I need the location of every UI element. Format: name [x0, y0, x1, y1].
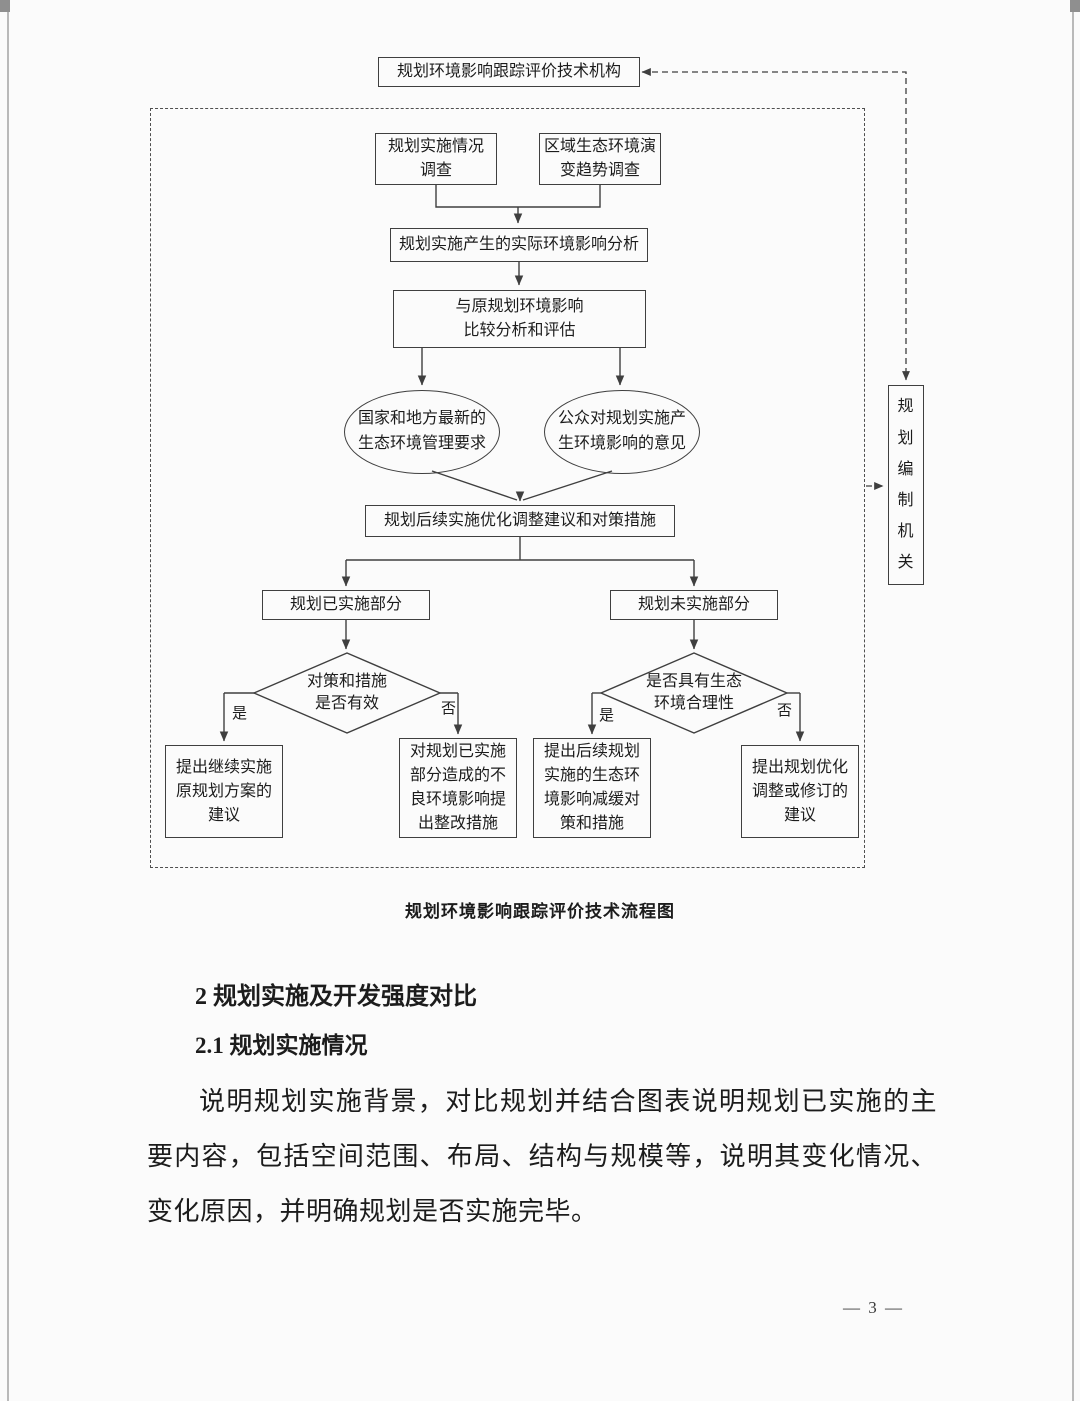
flowchart-boundary [150, 108, 865, 868]
connector-ellipses-converge [431, 470, 613, 501]
decision-diamond-effectiveness [252, 652, 442, 734]
decision-text-rationality: 是否具有生态 环境合理性 [645, 672, 742, 712]
flowchart-connectors [219, 68, 910, 742]
flowchart-caption: 规划环境影响跟踪评价技术流程图 [405, 902, 675, 921]
scan-corner-mark [1070, 0, 1080, 12]
node-not-implemented-part: 规划未实施部分 [610, 590, 778, 620]
node-public-opinions: 公众对规划实施产 生环境影响的意见 [544, 390, 700, 474]
node-planning-authority: 规 划 编 制 机 关 [888, 385, 924, 585]
node-ecology-trend-survey: 区域生态环境演 变趋势调查 [539, 133, 661, 185]
scan-corner-mark [0, 0, 10, 12]
body-paragraph: 说明规划实施背景，对比规划并结合图表说明规划已实施的主要内容，包括空间范围、布局… [147, 1087, 937, 1226]
node-implementation-survey: 规划实施情况 调查 [375, 133, 497, 185]
page-right-edge [1072, 0, 1074, 1401]
branch-label-yes: 是 [599, 708, 615, 724]
connector-suggestion-split [346, 537, 694, 561]
page-number: — 3 — [843, 1298, 904, 1317]
node-technical-institution: 规划环境影响跟踪评价技术机构 [378, 57, 640, 87]
node-implemented-part: 规划已实施部分 [262, 590, 430, 620]
node-national-requirements: 国家和地方最新的 生态环境管理要求 [344, 390, 500, 474]
dashed-connector-authority-loop [641, 68, 910, 381]
branch-label-no: 否 [441, 701, 457, 717]
node-revision-suggestion: 提出规划优化 调整或修订的 建议 [741, 745, 859, 838]
node-mitigation-measures: 提出后续规划 实施的生态环 境影响减缓对 策和措施 [533, 738, 651, 838]
decision-diamond-rationality [599, 652, 789, 734]
branch-label-yes: 是 [232, 706, 248, 722]
branch-label-no: 否 [777, 703, 793, 719]
subsection-heading: 2.1 规划实施情况 [195, 1033, 368, 1058]
node-optimization-suggestions: 规划后续实施优化调整建议和对策措施 [365, 505, 675, 537]
node-continue-original-plan: 提出继续实施 原规划方案的 建议 [165, 745, 283, 838]
section-heading: 2 规划实施及开发强度对比 [195, 984, 477, 1010]
decision-text-effectiveness: 对策和措施 是否有效 [306, 672, 387, 712]
node-compare-evaluate: 与原规划环境影响 比较分析和评估 [393, 290, 646, 348]
node-rectification-measures: 对规划已实施 部分造成的不 良环境影响提 出整改措施 [399, 738, 517, 838]
page-left-edge [7, 0, 9, 1401]
node-impact-analysis: 规划实施产生的实际环境影响分析 [390, 228, 648, 262]
